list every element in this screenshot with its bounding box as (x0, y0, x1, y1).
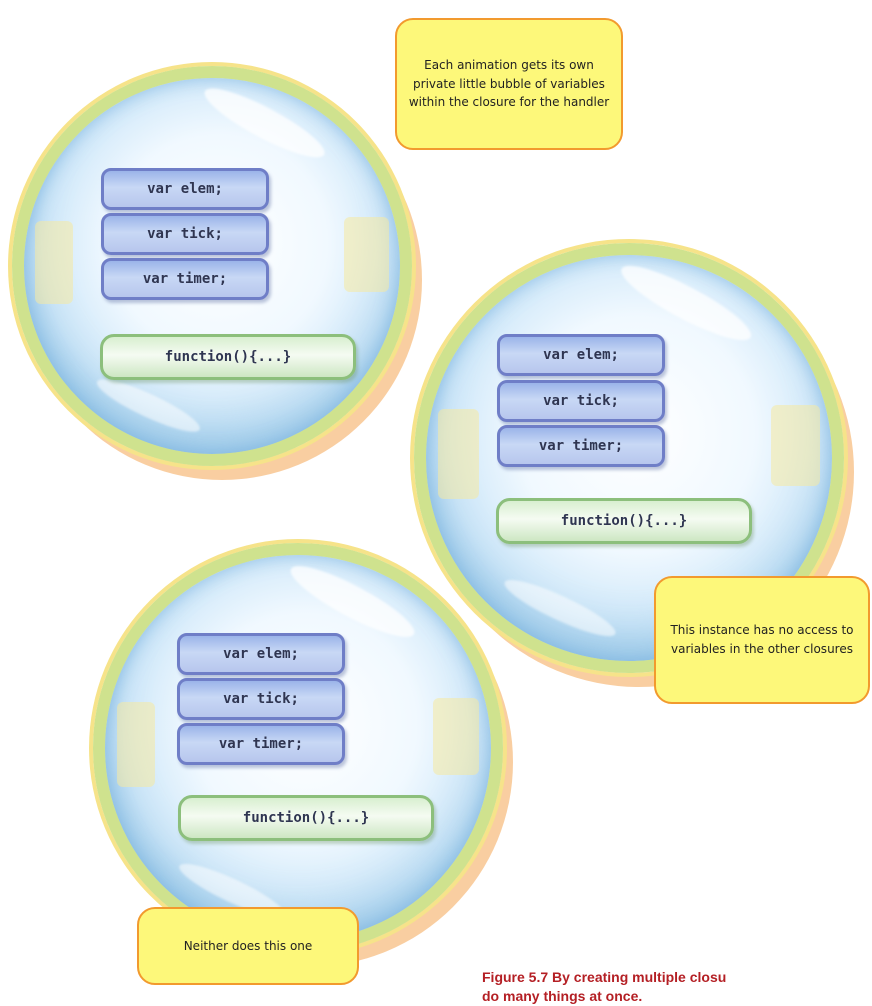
var-tick-box: var tick; (177, 678, 345, 720)
bubble-highlight (92, 371, 204, 440)
callout-bottom: Neither does this one (137, 907, 359, 985)
bubble-highlight (499, 571, 621, 646)
function-box: function(){...} (100, 334, 356, 380)
bubble-reflection (116, 701, 156, 787)
callout-right: This instance has no access to variables… (654, 576, 870, 704)
var-timer-box: var timer; (177, 723, 345, 765)
bubble-reflection (771, 405, 820, 487)
function-box: function(){...} (178, 795, 434, 841)
bubble-reflection (433, 697, 480, 775)
var-timer-box: var timer; (497, 425, 665, 467)
callout-top: Each animation gets its own private litt… (395, 18, 623, 150)
var-tick-box: var tick; (101, 213, 269, 255)
figure-caption: Figure 5.7 By creating multiple closu do… (482, 968, 872, 1006)
function-box: function(){...} (496, 498, 752, 544)
bubble-reflection (343, 217, 389, 293)
var-elem-box: var elem; (497, 334, 665, 376)
var-tick-box: var tick; (497, 380, 665, 422)
callout-top-text: Each animation gets its own private litt… (408, 58, 610, 110)
var-elem-box: var elem; (101, 168, 269, 210)
var-timer-box: var timer; (101, 258, 269, 300)
figure-caption-line-2: do many things at once. (482, 987, 643, 1004)
callout-bottom-text: Neither does this one (183, 938, 313, 953)
bubble-reflection (438, 409, 479, 499)
callout-right-text: This instance has no access to variables… (670, 623, 854, 656)
bubble-highlight (197, 78, 332, 169)
bubble-reflection (35, 220, 73, 304)
var-elem-box: var elem; (177, 633, 345, 675)
figure-caption-line-1: Figure 5.7 By creating multiple closu (482, 969, 727, 985)
